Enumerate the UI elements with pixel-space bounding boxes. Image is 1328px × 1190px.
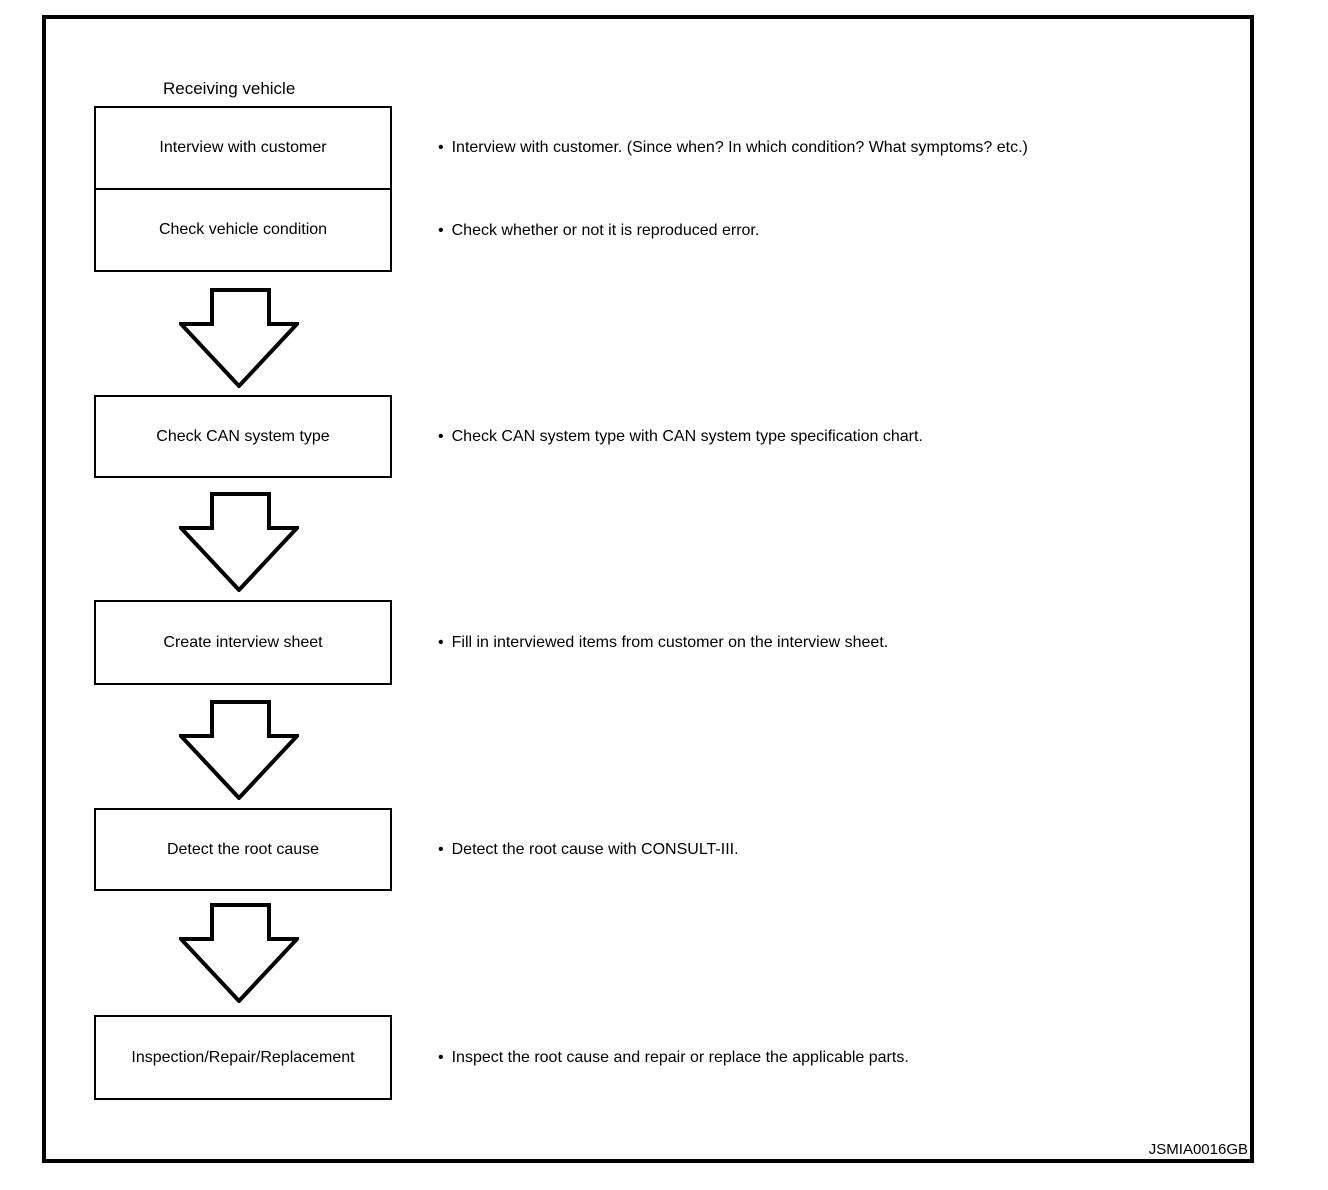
step-box-label: Inspection/Repair/Replacement: [131, 1048, 355, 1066]
step-box-create-interview-sheet: Create interview sheet: [94, 600, 392, 685]
bullet-icon: •: [438, 428, 444, 445]
down-arrow-icon: [179, 492, 299, 592]
down-arrow-icon: [179, 288, 299, 388]
step-note-interview-with-customer: • Interview with customer. (Since when? …: [438, 138, 1028, 158]
step-box-detect-root-cause: Detect the root cause: [94, 808, 392, 891]
bullet-icon: •: [438, 139, 444, 156]
flow-start-label: Receiving vehicle: [163, 79, 296, 98]
bullet-icon: •: [438, 1049, 444, 1066]
step-note-create-interview-sheet: • Fill in interviewed items from custome…: [438, 633, 888, 653]
step-box-label: Create interview sheet: [163, 633, 323, 651]
step-box-label: Detect the root cause: [166, 840, 320, 858]
step-note-text: Fill in interviewed items from customer …: [451, 634, 889, 651]
step-box-label: Check vehicle condition: [158, 221, 328, 238]
step-note-check-vehicle-condition: • Check whether or not it is reproduced …: [438, 221, 759, 241]
step-note-text: Interview with customer. (Since when? In…: [451, 139, 1028, 156]
step-note-text: Check whether or not it is reproduced er…: [451, 222, 760, 239]
step-note-check-can-system-type: • Check CAN system type with CAN system …: [438, 427, 923, 447]
step-box-interview-with-customer: Interview with customer: [94, 106, 392, 190]
step-note-inspection-repair-replacement: • Inspect the root cause and repair or r…: [438, 1048, 909, 1068]
figure-code: JSMIA0016GB: [1148, 1141, 1248, 1158]
down-arrow-icon: [179, 700, 299, 800]
step-note-text: Inspect the root cause and repair or rep…: [451, 1049, 909, 1066]
down-arrow-icon: [179, 903, 299, 1003]
diagram-border-frame: JSMIA0016GB: [42, 15, 1254, 1163]
step-note-text: Check CAN system type with CAN system ty…: [451, 428, 923, 445]
step-note-detect-root-cause: • Detect the root cause with CONSULT-III…: [438, 840, 739, 860]
step-box-check-can-system-type: Check CAN system type: [94, 395, 392, 478]
step-box-check-vehicle-condition: Check vehicle condition: [94, 188, 392, 272]
step-note-text: Detect the root cause with CONSULT-III.: [451, 841, 739, 858]
step-box-label: Interview with customer: [159, 139, 327, 156]
step-box-inspection-repair-replacement: Inspection/Repair/Replacement: [94, 1015, 392, 1100]
bullet-icon: •: [438, 634, 444, 651]
bullet-icon: •: [438, 841, 444, 858]
bullet-icon: •: [438, 222, 444, 239]
step-box-label: Check CAN system type: [156, 427, 330, 445]
